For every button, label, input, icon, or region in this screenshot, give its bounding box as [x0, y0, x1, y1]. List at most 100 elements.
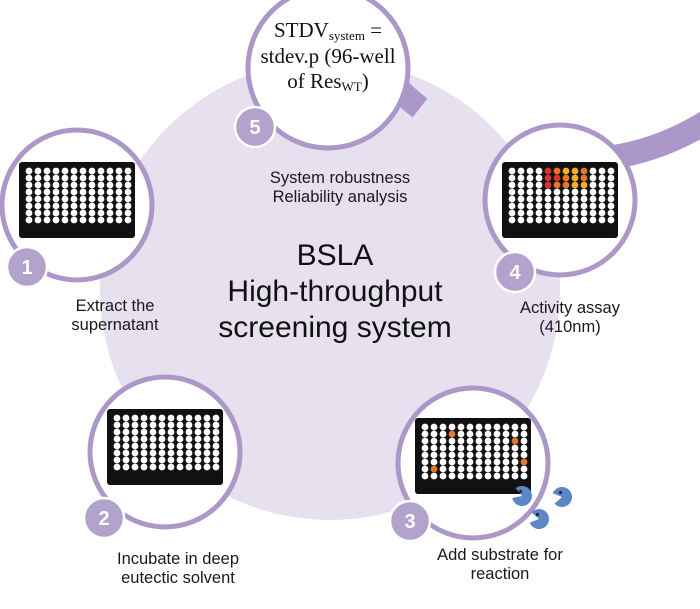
formula-equals: = [364, 18, 383, 42]
well [113, 428, 121, 436]
well [88, 174, 96, 182]
well [70, 202, 78, 210]
well [52, 209, 60, 217]
well [508, 181, 516, 189]
step-badge-5: 5 [233, 105, 277, 149]
well [475, 423, 483, 431]
plate-step-4 [502, 162, 618, 238]
step-2-label: Incubate in deep eutectic solvent [78, 550, 278, 589]
well [544, 174, 552, 182]
well [544, 188, 552, 196]
well [484, 458, 492, 466]
well [571, 188, 579, 196]
well [52, 181, 60, 189]
well [149, 421, 157, 429]
well [502, 458, 510, 466]
step-4-label-line-1: Activity assay [520, 299, 620, 317]
well [124, 209, 132, 217]
well [122, 456, 130, 464]
plate-step-3 [415, 418, 531, 494]
step-5-label-line-1: System robustness [269, 169, 411, 187]
step-3-label-line-2: reaction [470, 565, 530, 584]
well [131, 414, 139, 422]
well [430, 423, 438, 431]
well [457, 423, 465, 431]
well [430, 465, 438, 473]
step-badge-1: 1 [5, 245, 49, 289]
well [61, 174, 69, 182]
well [25, 188, 33, 196]
formula-line-3: of ResWT) [243, 69, 413, 95]
well [502, 444, 510, 452]
step-badge-4: 4 [493, 250, 537, 294]
well [484, 444, 492, 452]
well [439, 430, 447, 438]
well [553, 202, 561, 210]
well [580, 167, 588, 175]
well [580, 202, 588, 210]
well [212, 414, 220, 422]
well [508, 216, 516, 224]
center-title-line-2: High-throughput [227, 275, 443, 308]
well [185, 463, 193, 471]
well [526, 188, 534, 196]
well [176, 449, 184, 457]
well [607, 216, 615, 224]
well [430, 444, 438, 452]
well [571, 209, 579, 217]
well [589, 167, 597, 175]
enzyme-pacman-group [512, 486, 572, 529]
well [598, 167, 606, 175]
well [52, 167, 60, 175]
well [544, 181, 552, 189]
well [25, 167, 33, 175]
well [70, 174, 78, 182]
well [25, 195, 33, 203]
well [511, 472, 519, 480]
well [598, 216, 606, 224]
well [580, 174, 588, 182]
well [122, 428, 130, 436]
well [106, 216, 114, 224]
well [580, 188, 588, 196]
well [526, 167, 534, 175]
well [607, 167, 615, 175]
well [167, 463, 175, 471]
well [122, 414, 130, 422]
well [457, 451, 465, 459]
well [212, 421, 220, 429]
well [185, 449, 193, 457]
well [113, 442, 121, 450]
step-4-label: Activity assay (410nm) [495, 299, 645, 338]
well [526, 202, 534, 210]
well [106, 202, 114, 210]
well [34, 209, 42, 217]
step-number-5: 5 [249, 117, 260, 139]
well [439, 437, 447, 445]
well [124, 195, 132, 203]
well [167, 421, 175, 429]
well [97, 188, 105, 196]
well [176, 421, 184, 429]
well [493, 472, 501, 480]
well [43, 174, 51, 182]
well [176, 456, 184, 464]
well [580, 181, 588, 189]
well [511, 465, 519, 473]
well [493, 451, 501, 459]
well [167, 449, 175, 457]
well [97, 181, 105, 189]
well [520, 430, 528, 438]
well [124, 174, 132, 182]
well [448, 430, 456, 438]
well [544, 195, 552, 203]
well [131, 463, 139, 471]
well [508, 174, 516, 182]
well [589, 174, 597, 182]
well [149, 456, 157, 464]
well [149, 435, 157, 443]
well [79, 167, 87, 175]
well [517, 181, 525, 189]
well [421, 451, 429, 459]
center-title-line-3: screening system [218, 311, 452, 344]
